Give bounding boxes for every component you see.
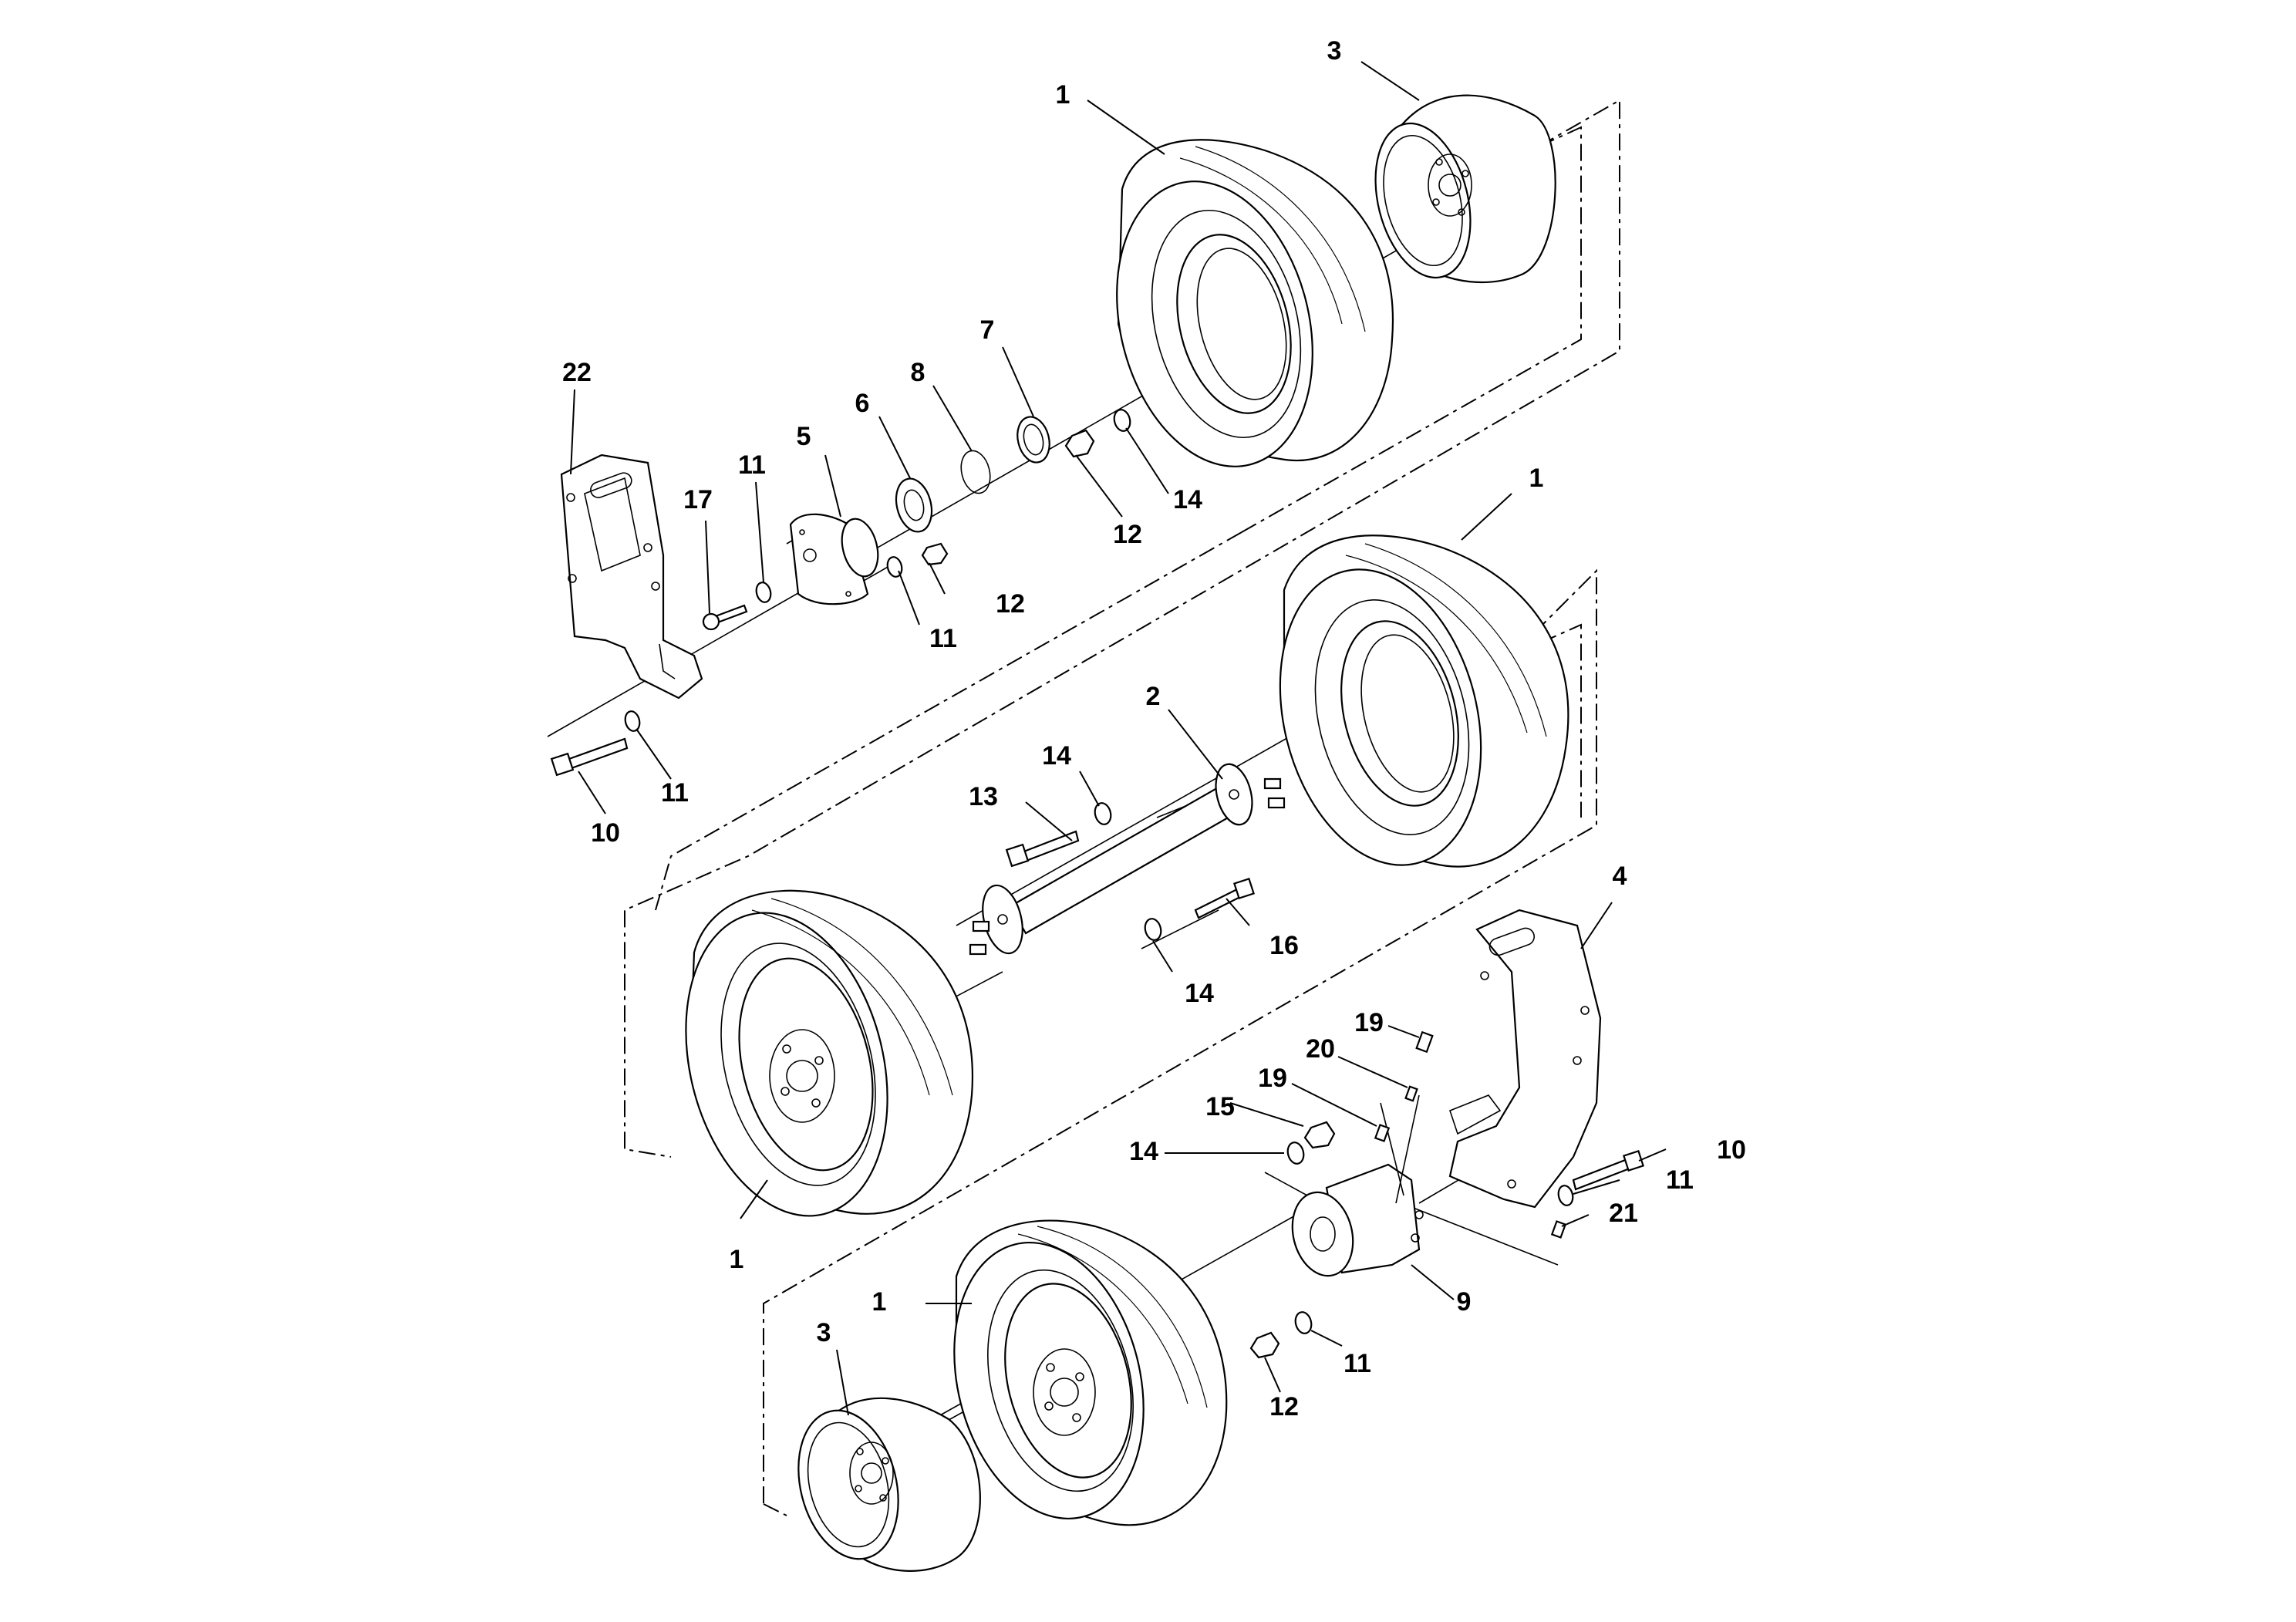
hydraulic-wheel-motor xyxy=(1291,1094,1424,1277)
leader-lines xyxy=(570,61,1667,1416)
tire-top xyxy=(1116,139,1394,467)
callout-4: 4 xyxy=(1613,862,1627,891)
callout-17: 17 xyxy=(683,485,713,514)
callout-3-bottom: 3 xyxy=(817,1318,831,1347)
callout-11-bottom: 11 xyxy=(1344,1349,1371,1378)
callout-14-mid: 14 xyxy=(1042,741,1071,771)
callout-11-right: 11 xyxy=(1666,1165,1694,1195)
callout-12-top: 12 xyxy=(1113,520,1142,549)
callout-13: 13 xyxy=(969,782,998,811)
tire-bottom xyxy=(953,1219,1228,1526)
tire-middle-left xyxy=(685,889,974,1217)
callout-11-top: 11 xyxy=(738,450,766,480)
callout-19-lower: 19 xyxy=(1258,1064,1287,1093)
ball-bearing xyxy=(895,477,933,533)
callout-3-top: 3 xyxy=(1327,36,1342,66)
tire-middle-right xyxy=(1279,534,1569,868)
callout-16: 16 xyxy=(1269,931,1299,960)
callout-22: 22 xyxy=(562,358,592,387)
callout-2: 2 xyxy=(1146,682,1161,711)
mounting-bracket-left xyxy=(560,454,703,700)
callout-20: 20 xyxy=(1306,1034,1335,1064)
callout-11-left: 11 xyxy=(661,778,689,808)
wheel-hub-rim-bottom xyxy=(797,1397,981,1572)
callout-1-middle-left: 1 xyxy=(730,1245,744,1274)
callout-19-top: 19 xyxy=(1354,1008,1384,1037)
callout-8: 8 xyxy=(911,358,925,387)
callout-6: 6 xyxy=(855,389,870,418)
bearing-flange-housing xyxy=(789,513,879,605)
callout-labels: 3 1 22 7 8 6 5 11 17 14 12 1 12 11 2 14 … xyxy=(562,36,1746,1421)
callout-14-top: 14 xyxy=(1173,485,1202,514)
fasteners xyxy=(550,409,1644,1359)
callout-12-mid: 12 xyxy=(996,589,1025,619)
wheel-hub-rim-top xyxy=(1374,94,1556,284)
callout-1-middle-right: 1 xyxy=(1529,464,1544,493)
mounting-bracket-right xyxy=(1448,909,1602,1209)
axle-shaft xyxy=(969,763,1286,956)
callout-14-lower: 14 xyxy=(1185,979,1214,1008)
callout-12-bottom: 12 xyxy=(1269,1392,1299,1421)
callout-10-left: 10 xyxy=(591,818,620,848)
callout-7: 7 xyxy=(980,315,995,345)
callout-14-motor: 14 xyxy=(1129,1137,1158,1166)
callout-15: 15 xyxy=(1205,1092,1235,1121)
callout-9: 9 xyxy=(1457,1287,1472,1317)
callout-5: 5 xyxy=(797,422,811,451)
callout-21: 21 xyxy=(1609,1199,1638,1228)
callout-11-mid: 11 xyxy=(929,624,957,653)
retaining-rings xyxy=(960,416,1050,494)
callout-10-right: 10 xyxy=(1717,1135,1746,1165)
callout-1-top: 1 xyxy=(1056,80,1070,110)
callout-1-bottom: 1 xyxy=(872,1287,887,1317)
